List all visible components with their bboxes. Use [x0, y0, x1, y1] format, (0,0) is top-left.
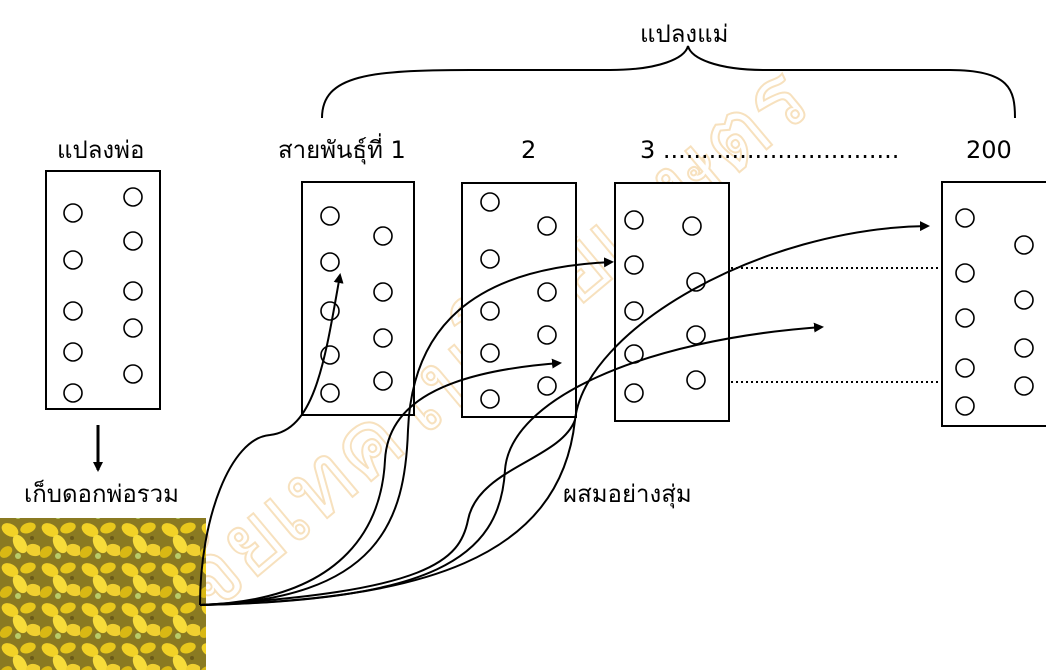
line-200-label: 200	[966, 136, 1012, 164]
mother-plot-line-200	[942, 182, 1046, 426]
collect-pollen-label: เก็บดอกพ่อรวม	[24, 479, 179, 508]
pollen-photo	[0, 518, 206, 670]
father-plot	[46, 171, 160, 409]
mother-plot-brace	[322, 46, 1015, 118]
line-2-label: 2	[521, 136, 536, 164]
father-plot-label: แปลงพ่อ	[57, 136, 144, 164]
mother-plot-line-2	[462, 183, 576, 417]
mother-plot-label: แปลงแม่	[640, 20, 728, 48]
line-1-label: สายพันธุ์ที่ 1	[278, 133, 406, 165]
random-mating-label: ผสมอย่างสุ่ม	[563, 480, 692, 509]
line-3-label: 3 ...............................	[640, 136, 899, 164]
